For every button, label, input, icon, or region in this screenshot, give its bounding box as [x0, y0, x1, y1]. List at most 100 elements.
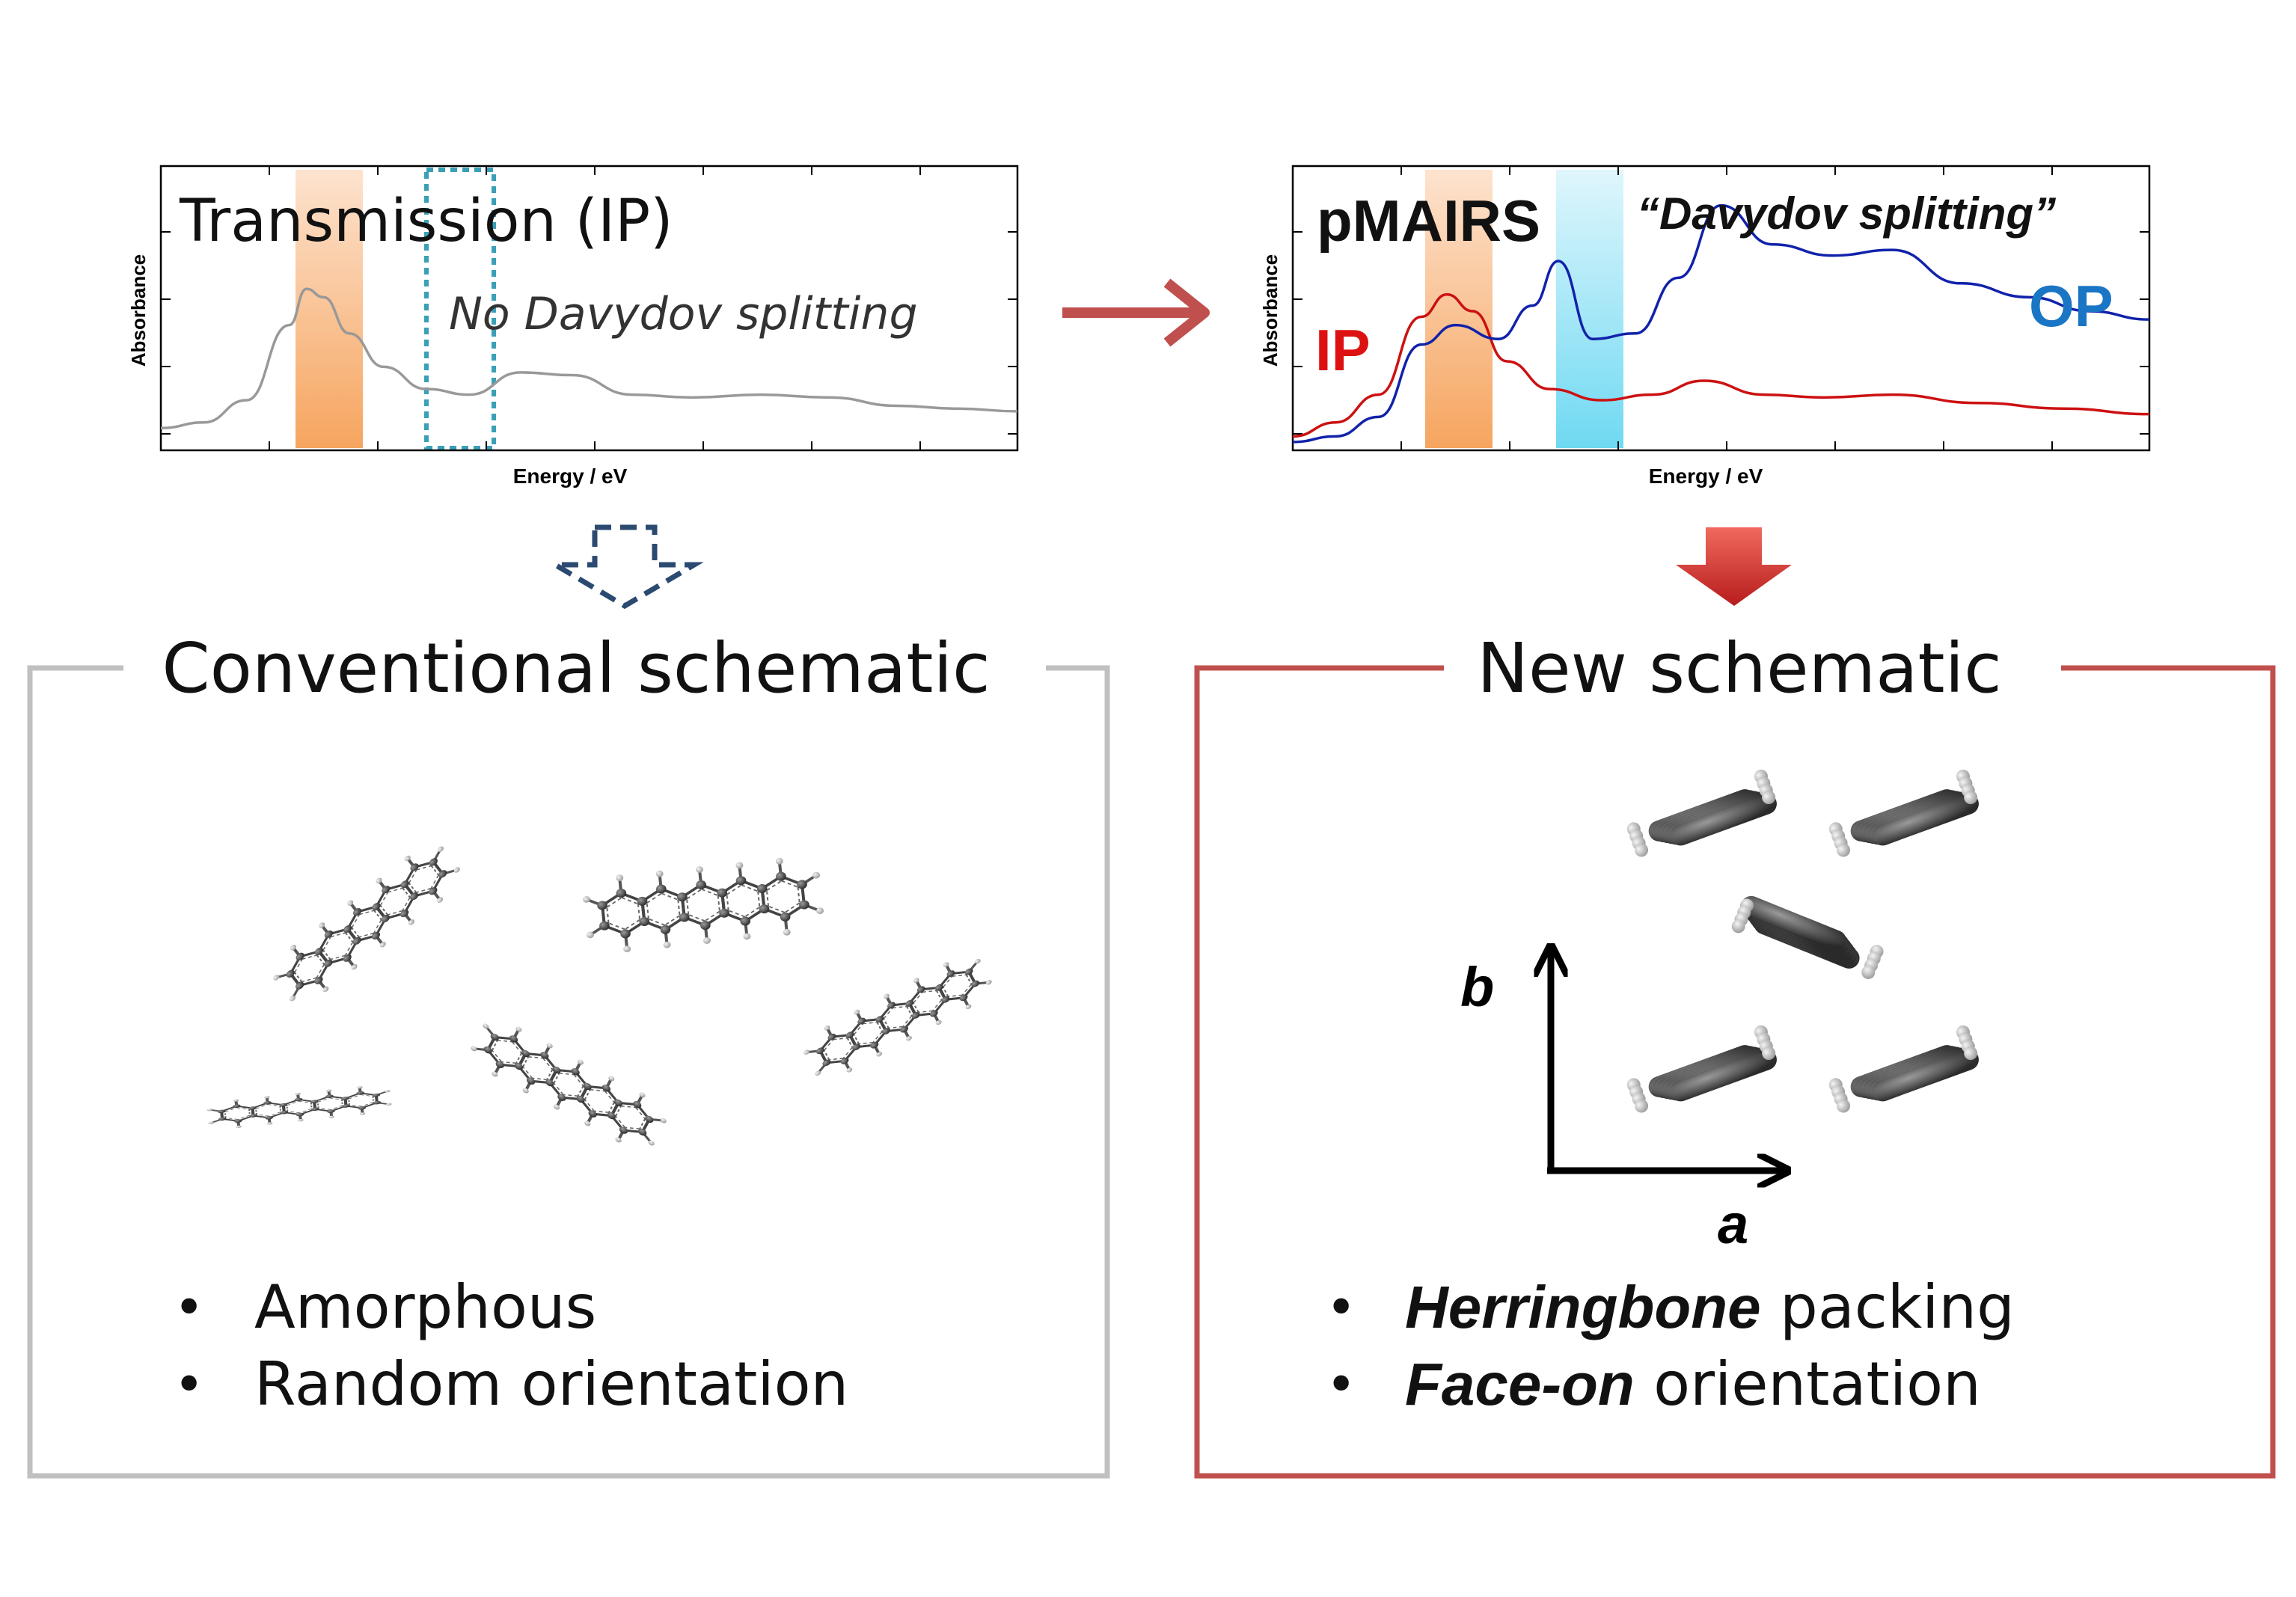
aromatic-bond	[379, 904, 388, 916]
aromatic-bond	[224, 1112, 227, 1118]
aromatic-bond	[408, 869, 417, 883]
carbon-atom	[911, 1012, 920, 1019]
carbon-atom	[756, 884, 768, 894]
carbon-atom	[324, 959, 333, 967]
aromatic-bond	[330, 1105, 343, 1110]
aromatic-bond	[573, 1074, 584, 1087]
bullet-icon: •	[174, 1277, 204, 1338]
carbon-atom	[249, 1114, 257, 1118]
aromatic-bond	[522, 1066, 533, 1079]
hydrogen-atom	[812, 871, 820, 879]
hydrogen-atom	[1635, 843, 1649, 857]
hydrogen-atom	[577, 1059, 584, 1065]
aromatic-bond	[331, 932, 346, 938]
left-x-axis-label: Energy / eV	[513, 465, 628, 488]
bullet-amorphous: Amorphous	[254, 1272, 596, 1342]
aromatic-bond	[351, 927, 360, 938]
aromatic-bond	[322, 937, 331, 951]
hydrogen-atom	[295, 1092, 301, 1096]
carbon-backbone	[1670, 1049, 1777, 1102]
conventional-schematic-box: Conventional schematic • Amorphous • Ran…	[27, 628, 1110, 1479]
hydrogen-atom	[1635, 1099, 1649, 1113]
hydrogen-atom	[1837, 843, 1851, 857]
right-plot-ticks	[1293, 166, 2149, 450]
aromatic-bond	[833, 1037, 848, 1040]
left-chart-annotation: No Davydov splitting	[449, 288, 918, 340]
carbon-atom	[265, 1116, 273, 1120]
aromatic-bond	[402, 887, 411, 898]
aromatic-bond	[286, 1100, 299, 1106]
hydrogen-atom	[615, 1137, 622, 1143]
aromatic-bond	[344, 942, 354, 956]
carbon-atom	[946, 970, 955, 978]
bullet-rest-text: packing	[1761, 1272, 2015, 1342]
aromatic-bond	[888, 1026, 903, 1029]
hydrogen-atom	[803, 1049, 810, 1055]
aromatic-bond	[918, 1010, 933, 1014]
aromatic-bond	[341, 1099, 343, 1106]
right-series-group	[1292, 203, 2150, 444]
aromatic-bond	[348, 1094, 361, 1100]
dotted-highlight-band	[424, 168, 496, 450]
carbon-atom	[341, 1097, 349, 1100]
carbon-atom	[852, 1043, 861, 1051]
carbon-atom	[719, 908, 729, 918]
aromatic-bond	[621, 897, 639, 905]
aromatic-bond	[528, 1056, 543, 1059]
aromatic-bond	[823, 1049, 830, 1061]
aromatic-bond	[604, 1091, 615, 1103]
aromatic-bond	[961, 984, 973, 996]
carbon-atom	[616, 889, 627, 898]
hydrogen-atom	[985, 980, 992, 985]
aromatic-bond	[330, 954, 346, 960]
carbon-atom	[248, 1106, 257, 1110]
hydrogen-atom	[553, 1104, 560, 1110]
carbon-atom	[576, 1095, 585, 1103]
carbon-atom	[280, 1110, 289, 1115]
hydrogen-atom	[347, 900, 354, 906]
hydrogen-atom	[1861, 965, 1876, 979]
carbon-atom	[717, 888, 728, 898]
aromatic-bond	[608, 922, 625, 931]
aromatic-bond	[318, 1107, 331, 1110]
herringbone-molecules-illustration	[1626, 769, 1979, 1113]
hydrogen-atom	[471, 1046, 477, 1052]
stacked-molecule	[1626, 1025, 1777, 1113]
hydrogen-atom	[743, 933, 751, 940]
hydrogen-atom	[483, 1023, 489, 1029]
hydrogen-atom	[906, 1035, 912, 1041]
bold-term: Face-on	[1405, 1351, 1635, 1417]
carbon-atom	[677, 892, 688, 902]
aromatic-bond	[577, 1085, 584, 1097]
carbon-atom	[638, 1128, 647, 1136]
aromatic-bond	[373, 919, 382, 934]
aromatic-bond	[931, 999, 943, 1011]
aromatic-bond	[781, 880, 798, 888]
aromatic-bond	[893, 1005, 907, 1009]
carbon-atom	[324, 930, 333, 939]
carbon-atom	[410, 863, 419, 871]
hydrogen-atom	[608, 1076, 615, 1082]
aromatic-bond	[677, 899, 681, 916]
carbon-atom	[371, 931, 380, 940]
carbon-atom	[840, 1057, 849, 1064]
hydrogen-atom	[775, 857, 783, 865]
hydrogen-atom	[587, 931, 594, 939]
aromatic-bond	[408, 883, 417, 893]
carbon-atom	[929, 1010, 938, 1017]
hydrogen-atom	[935, 1020, 942, 1026]
hydrogen-atom	[208, 1121, 214, 1124]
aromatic-bond	[922, 990, 937, 993]
aromatic-bond	[639, 1118, 646, 1129]
aromatic-bond	[901, 1015, 913, 1027]
carbon-atom	[619, 1127, 628, 1134]
aromatic-bond	[416, 887, 432, 893]
aromatic-bond	[553, 1082, 564, 1095]
carbon-atom	[696, 880, 706, 889]
aromatic-bond	[757, 891, 761, 907]
aromatic-bond	[615, 1106, 622, 1117]
aromatic-bond	[351, 914, 361, 928]
hydrogen-atom	[379, 942, 386, 948]
carbon-atom	[797, 880, 807, 889]
aromatic-bond	[268, 1112, 281, 1117]
